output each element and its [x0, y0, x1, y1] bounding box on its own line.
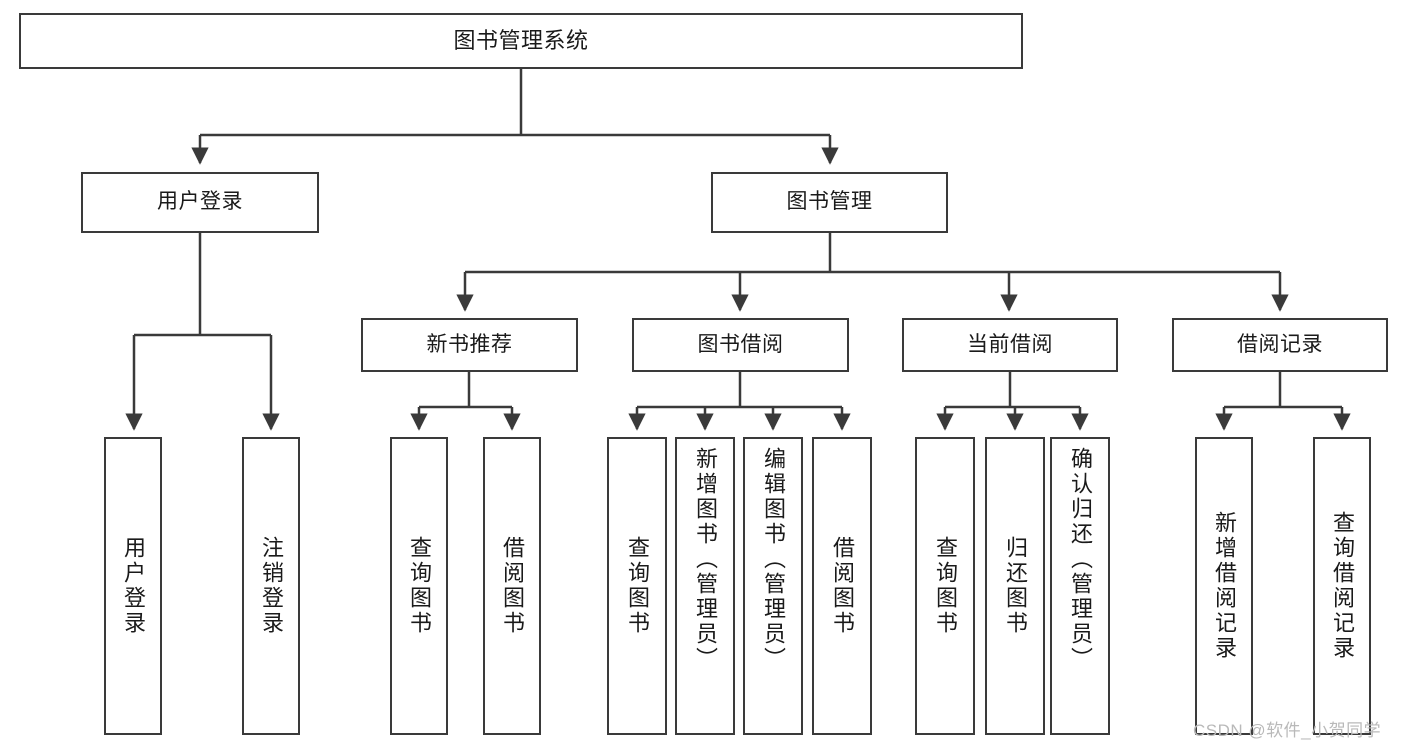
node-leaf-add-borrowing-record[interactable]: 新增借阅记录 — [1195, 437, 1253, 735]
node-label: 查询借阅记录 — [1330, 511, 1355, 661]
node-label: 注销登录 — [259, 536, 284, 636]
node-label: 新增图书（管理员） — [693, 447, 718, 672]
node-label: 图书借阅 — [697, 332, 784, 356]
node-user-login[interactable]: 用户登录 — [81, 172, 319, 233]
node-label: 查询图书 — [933, 536, 958, 636]
node-label: 用户登录 — [121, 536, 146, 636]
node-leaf-user-login[interactable]: 用户登录 — [104, 437, 162, 735]
node-label: 借阅图书 — [500, 536, 525, 636]
node-root-book-management-system[interactable]: 图书管理系统 — [19, 13, 1023, 69]
node-label: 编辑图书（管理员） — [761, 447, 786, 672]
node-label: 借阅图书 — [830, 536, 855, 636]
node-leaf-confirm-return-admin[interactable]: 确认归还（管理员） — [1050, 437, 1110, 735]
node-leaf-borrow-book[interactable]: 借阅图书 — [812, 437, 872, 735]
node-new-book-recommendation[interactable]: 新书推荐 — [361, 318, 578, 372]
node-label: 确认归还（管理员） — [1068, 447, 1093, 672]
watermark: CSDN @软件_小贺同学 — [1193, 721, 1382, 740]
node-book-borrowing[interactable]: 图书借阅 — [632, 318, 849, 372]
node-label: 借阅记录 — [1237, 332, 1323, 356]
node-leaf-borrow-book-recommendation[interactable]: 借阅图书 — [483, 437, 541, 735]
node-leaf-edit-book-admin[interactable]: 编辑图书（管理员） — [743, 437, 803, 735]
node-leaf-query-book-recommendation[interactable]: 查询图书 — [390, 437, 448, 735]
node-leaf-query-book-current[interactable]: 查询图书 — [915, 437, 975, 735]
node-label: 查询图书 — [407, 536, 432, 636]
node-leaf-logout[interactable]: 注销登录 — [242, 437, 300, 735]
node-leaf-query-book-borrowing[interactable]: 查询图书 — [607, 437, 667, 735]
node-borrowing-record[interactable]: 借阅记录 — [1172, 318, 1388, 372]
node-label: 新增借阅记录 — [1212, 511, 1237, 661]
node-label: 图书管理系统 — [453, 28, 589, 54]
node-label: 图书管理 — [786, 190, 873, 214]
node-current-borrowing[interactable]: 当前借阅 — [902, 318, 1118, 372]
node-label: 归还图书 — [1003, 536, 1028, 636]
node-leaf-return-book[interactable]: 归还图书 — [985, 437, 1045, 735]
node-label: 查询图书 — [625, 536, 650, 636]
node-label: 用户登录 — [157, 190, 243, 214]
node-leaf-query-borrowing-record[interactable]: 查询借阅记录 — [1313, 437, 1371, 735]
node-leaf-add-book-admin[interactable]: 新增图书（管理员） — [675, 437, 735, 735]
node-book-management[interactable]: 图书管理 — [711, 172, 948, 233]
node-label: 新书推荐 — [426, 332, 513, 356]
node-label: 当前借阅 — [967, 332, 1053, 356]
